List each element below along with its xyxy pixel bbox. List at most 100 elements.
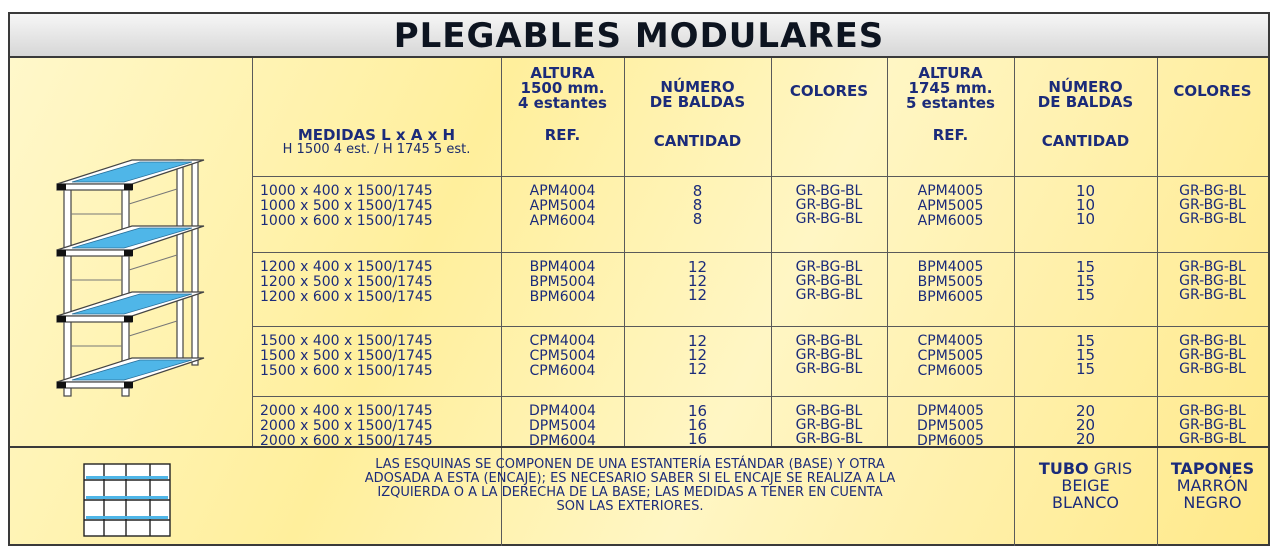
table-cell-line: 8 xyxy=(692,196,703,214)
table-cell-line: GR-BG-BL xyxy=(795,417,863,433)
table-cell-line: 15 xyxy=(1075,272,1096,290)
grid-line xyxy=(501,58,502,546)
table-cell-line: GR-BG-BL xyxy=(1179,197,1246,213)
table-cell-line: 1500 x 600 x 1500/1745 xyxy=(260,363,433,379)
table-cell-line: 15 xyxy=(1075,286,1096,304)
table-cell-line: 16 xyxy=(687,416,708,434)
subheader-cantidad-2: CANTIDAD xyxy=(1041,132,1130,150)
table-cell-line: BPM5005 xyxy=(917,274,984,290)
table-cell-line: GR-BG-BL xyxy=(1179,347,1246,363)
table-cell-line: GR-BG-BL xyxy=(795,431,863,447)
table-cell-line: 12 xyxy=(687,346,708,364)
grid-line xyxy=(252,176,1268,177)
table-cell-line: 1000 x 600 x 1500/1745 xyxy=(260,213,433,229)
table-cell-line: GR-BG-BL xyxy=(795,211,863,227)
table-cell-line: 16 xyxy=(687,430,708,448)
table-cell-line: 2000 x 500 x 1500/1745 xyxy=(260,418,433,434)
table-cell-line: BPM6004 xyxy=(529,289,596,305)
subheader-medidas: MEDIDAS L x A x H H 1500 4 est. / H 1745… xyxy=(282,126,471,157)
table-cell-line: APM5005 xyxy=(917,198,984,214)
table-cell-line: APM5004 xyxy=(529,198,596,214)
table-cell-line: GR-BG-BL xyxy=(1179,431,1246,447)
tapones-colors: TAPONES MARRÓN NEGRO xyxy=(1170,459,1255,512)
subheader-ref-2: REF. xyxy=(932,126,969,144)
table-cell-line: 12 xyxy=(687,258,708,276)
grid-line xyxy=(1014,58,1015,546)
table-cell-line: GR-BG-BL xyxy=(1179,273,1246,289)
table-cell-line: 2000 x 400 x 1500/1745 xyxy=(260,403,433,419)
table-cell-line: APM6004 xyxy=(529,213,596,229)
table-cell-line: CPM4004 xyxy=(529,333,596,349)
table-cell-line: 1000 x 400 x 1500/1745 xyxy=(260,183,433,199)
grid-line xyxy=(1157,58,1158,546)
header-numero-baldas-1: NÚMERO DE BALDAS xyxy=(649,78,746,111)
table-cell-line: APM4005 xyxy=(917,183,984,199)
shelf-illustration xyxy=(52,154,222,408)
table-cell-line: GR-BG-BL xyxy=(1179,403,1246,419)
table-cell-line: 12 xyxy=(687,286,708,304)
corner-note: LAS ESQUINAS SE COMPONEN DE UNA ESTANTER… xyxy=(364,457,896,514)
tubo-colors: TUBO GRIS BEIGE BLANCO xyxy=(1038,459,1133,512)
table-cell-line: 10 xyxy=(1075,210,1096,228)
table-cell-line: 8 xyxy=(692,210,703,228)
grid-line xyxy=(10,446,1268,448)
header-altura-1745: ALTURA 1745 mm. 5 estantes xyxy=(905,64,995,112)
table-cell-line: GR-BG-BL xyxy=(1179,361,1246,377)
table-cell-line: APM4004 xyxy=(529,183,596,199)
header-colores-1: COLORES xyxy=(789,82,869,100)
subheader-ref-1: REF. xyxy=(544,126,581,144)
table-cell-line: 20 xyxy=(1075,402,1096,420)
product-table: PLEGABLES MODULARES xyxy=(8,12,1270,546)
table-cell-line: 15 xyxy=(1075,258,1096,276)
table-cell-line: 12 xyxy=(687,360,708,378)
table-cell-line: 15 xyxy=(1075,332,1096,350)
table-cell-line: 2000 x 600 x 1500/1745 xyxy=(260,433,433,449)
subheader-cantidad-1: CANTIDAD xyxy=(653,132,742,150)
table-cell-line: BPM6005 xyxy=(917,289,984,305)
table-cell-line: 1000 x 500 x 1500/1745 xyxy=(260,198,433,214)
table-cell-line: 1200 x 600 x 1500/1745 xyxy=(260,289,433,305)
grid-line xyxy=(252,326,1268,327)
table-cell-line: DPM6005 xyxy=(917,433,984,449)
table-cell-line: 16 xyxy=(687,402,708,420)
page-title: PLEGABLES MODULARES xyxy=(10,14,1268,58)
header-colores-2: COLORES xyxy=(1173,82,1252,100)
table-cell-line: 10 xyxy=(1075,182,1096,200)
table-cell-line: 10 xyxy=(1075,196,1096,214)
table-cell-line: CPM6005 xyxy=(917,363,984,379)
header-altura-1500: ALTURA 1500 mm. 4 estantes xyxy=(517,64,607,112)
table-cell-line: DPM5004 xyxy=(529,418,596,434)
table-cell-line: GR-BG-BL xyxy=(795,259,863,275)
header-numero-baldas-2: NÚMERO DE BALDAS xyxy=(1037,78,1134,111)
table-cell-line: CPM5004 xyxy=(529,348,596,364)
table-cell-line: GR-BG-BL xyxy=(1179,259,1246,275)
table-cell-line: BPM5004 xyxy=(529,274,596,290)
table-cell-line: CPM4005 xyxy=(917,333,984,349)
table-cell-line: GR-BG-BL xyxy=(1179,183,1246,199)
table-cell-line: 15 xyxy=(1075,346,1096,364)
table-cell-line: BPM4004 xyxy=(529,259,596,275)
table-cell-line: 20 xyxy=(1075,430,1096,448)
corner-shelf-illustration xyxy=(80,458,176,546)
table-cell-line: BPM4005 xyxy=(917,259,984,275)
table-cell-line: 12 xyxy=(687,272,708,290)
table-cell-line: GR-BG-BL xyxy=(1179,417,1246,433)
table-cell-line: DPM4004 xyxy=(529,403,596,419)
